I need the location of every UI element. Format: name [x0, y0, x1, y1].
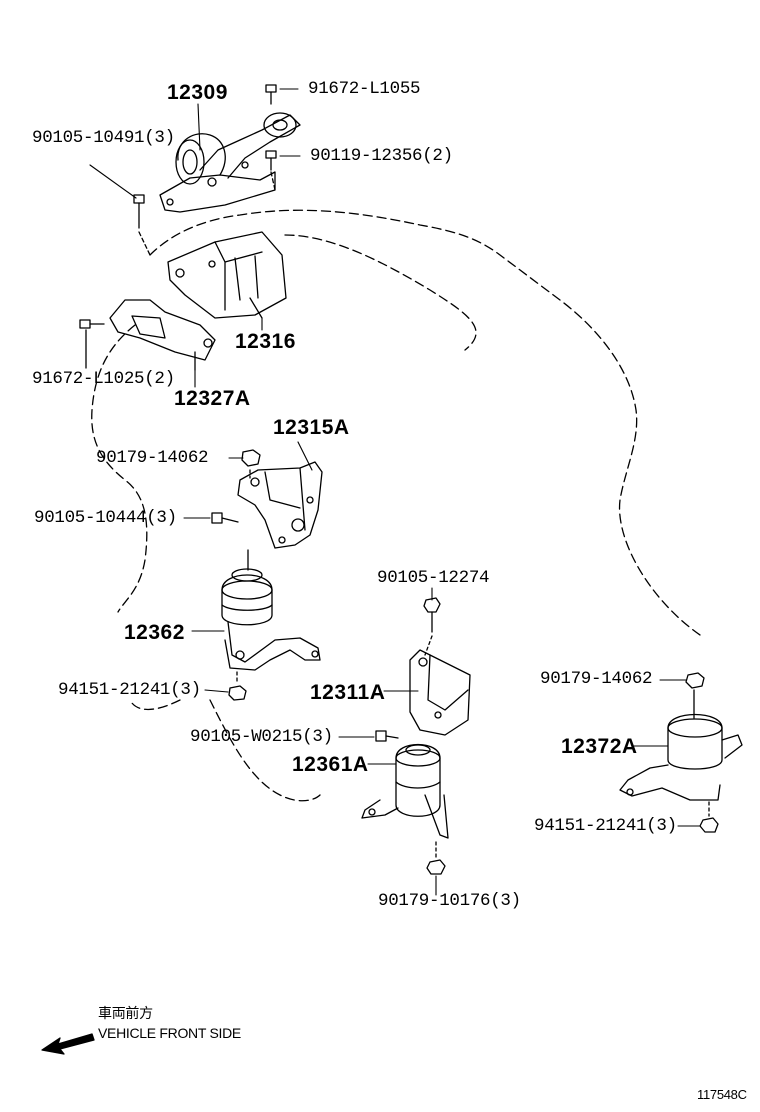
legend-english: VEHICLE FRONT SIDE	[98, 1025, 241, 1041]
nut-94151-21241-a	[228, 671, 247, 701]
label-90105-12274: 90105-12274	[377, 568, 490, 588]
legend-japanese: 車両前方	[98, 1005, 153, 1021]
bolt-90105-10444	[211, 512, 239, 524]
engine-mount-12372A	[619, 672, 743, 801]
nut-94151-21241-b	[699, 801, 719, 833]
label-90105-W0215: 90105-W0215(3)	[190, 727, 333, 747]
label-12311A: 12311A	[310, 681, 386, 704]
engine-mount-12362	[221, 549, 321, 671]
label-12372A: 12372A	[561, 735, 638, 758]
label-94151-21241-b: 94151-21241(3)	[534, 816, 677, 836]
bolt-91672-L1055	[265, 84, 277, 105]
label-91672-L1055: 91672-L1055	[308, 79, 421, 99]
label-12327A: 12327A	[174, 387, 251, 410]
bolt-90105-W0215	[375, 730, 399, 742]
label-90119-12356: 90119-12356(2)	[310, 146, 453, 166]
label-90179-14062-a: 90179-14062	[96, 448, 209, 468]
label-90105-10444: 90105-10444(3)	[34, 508, 177, 528]
bolt-90119-12356	[265, 150, 277, 191]
engine-outline	[91, 209, 701, 802]
label-12316: 12316	[235, 330, 296, 353]
bolt-90105-10491	[133, 194, 151, 256]
figure-id: 117548C	[697, 1087, 747, 1102]
bracket-12327A	[109, 299, 216, 371]
bolt-91672-L1025	[79, 319, 105, 369]
nut-90179-10176	[426, 841, 446, 875]
bracket-12315A	[237, 461, 323, 549]
label-94151-21241-a: 94151-21241(3)	[58, 680, 201, 700]
engine-mount-12361A	[361, 744, 449, 839]
torque-rod-bracket-12309	[159, 112, 301, 213]
label-91672-L1025: 91672-L1025(2)	[32, 369, 175, 389]
label-12315A: 12315A	[273, 416, 350, 439]
vehicle-front-arrow	[41, 1033, 95, 1055]
nut-90179-14062-a	[241, 449, 261, 479]
label-12362: 12362	[124, 621, 185, 644]
label-12309: 12309	[167, 81, 228, 104]
label-90105-10491: 90105-10491(3)	[32, 128, 175, 148]
label-90179-14062-b: 90179-14062	[540, 669, 653, 689]
bolt-90105-12274	[423, 597, 441, 656]
bracket-12311A	[409, 649, 471, 736]
engine-mounting-bracket-12316	[167, 231, 287, 319]
label-90179-10176: 90179-10176(3)	[378, 891, 521, 911]
label-12361A: 12361A	[292, 753, 369, 776]
leader-lines	[89, 88, 701, 896]
